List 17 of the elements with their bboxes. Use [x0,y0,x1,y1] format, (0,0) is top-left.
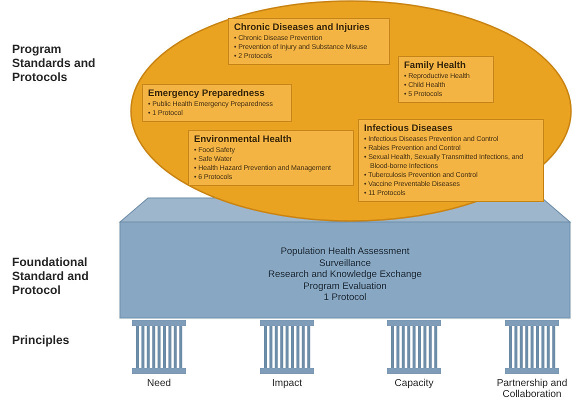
box-heading: Environmental Health [194,134,293,145]
topic-box [142,84,292,122]
topic-box [228,18,390,65]
box-heading: Emergency Preparedness [148,88,266,99]
section-label: Foundational Standard and Protocol [12,255,90,297]
principle-label: Need [146,378,172,389]
box-heading: Family Health [404,60,467,71]
section-label: Principles [12,333,70,347]
principle-label: Capacity [394,378,434,389]
box-heading: Chronic Diseases and Injuries [234,22,371,33]
principle-label: Impact [270,378,303,389]
topic-box [188,130,354,186]
topic-box [398,56,494,103]
box-heading: Infectious Diseases [364,123,454,134]
section-label: Program Standards and Protocols [12,42,96,84]
topic-box [358,119,544,202]
principle-label: Partnership and Collaboration [496,378,568,400]
